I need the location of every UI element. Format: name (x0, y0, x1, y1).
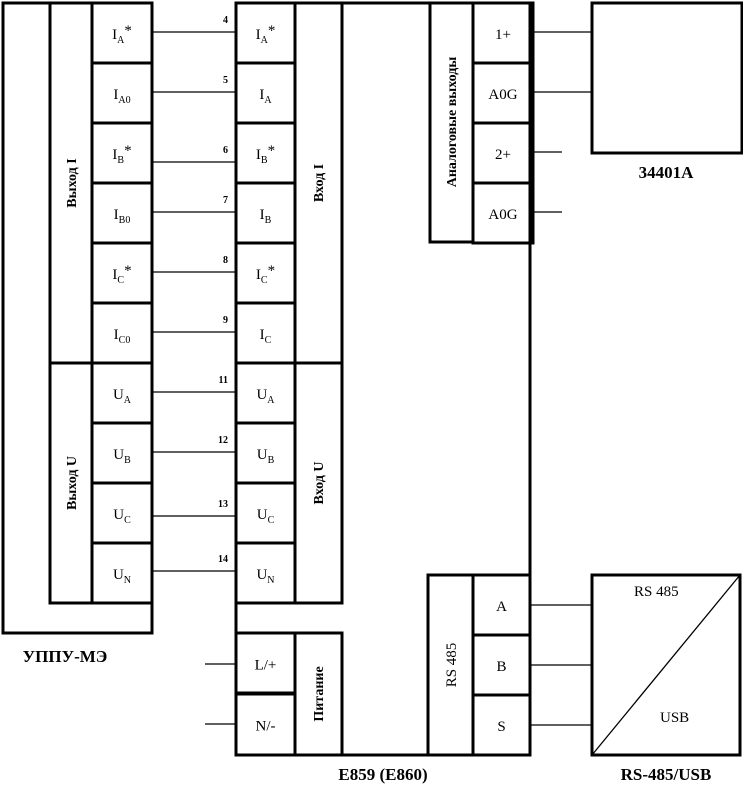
e859-terminal-i-label: IB (260, 207, 272, 226)
e859-terminal-u-label: UC (257, 507, 275, 526)
e859-terminal-analog-label: A0G (488, 87, 517, 103)
uppu-terminal-i (90, 121, 154, 185)
e859-terminal-i-label: IA* (256, 23, 276, 46)
uppu-terminal-i-label: IC* (112, 263, 131, 286)
meter-name-label: 34401A (639, 163, 695, 182)
uppu-output-u-label: Выход U (65, 456, 80, 510)
e859-power-label: Питание (312, 666, 327, 721)
e859-analog-label: Аналоговые выходы (445, 57, 460, 188)
e859-terminal-power (234, 692, 297, 757)
uppu-terminal-u-label: UA (113, 387, 132, 406)
e859-terminal-u (234, 541, 297, 605)
converter-name-label: RS-485/USB (621, 765, 712, 784)
e859-terminal-i-label: IA (259, 87, 272, 106)
e859-input-u-label: Вход U (312, 462, 327, 505)
wire-number-label: 7 (223, 195, 228, 206)
uppu-terminal-i (90, 61, 154, 125)
uppu-terminal-i (90, 181, 154, 245)
wire-number-label: 9 (223, 315, 228, 326)
wire-number-label: 14 (218, 554, 228, 565)
uppu-terminal-u-label: UB (113, 447, 131, 466)
e859-terminal-i (234, 61, 297, 125)
uppu-terminal-u (90, 541, 154, 605)
wire-number-label: 12 (218, 435, 228, 446)
uppu-terminal-i-label: IC0 (114, 327, 131, 346)
e859-terminal-analog (471, 181, 535, 245)
e859-terminal-i-label: IB* (256, 143, 275, 166)
meter-34401a-box (590, 1, 743, 155)
e859-rs485-label: RS 485 (444, 643, 460, 688)
e859-terminal-i (234, 241, 297, 305)
e859-terminal-power-label: L/+ (255, 658, 277, 674)
e859-terminal-i (234, 1, 297, 65)
uppu-terminal-i-label: IB0 (114, 207, 131, 226)
converter-rs485-label: RS 485 (634, 584, 679, 600)
e859-terminal-i (234, 121, 297, 185)
e859-terminal-analog-label: A0G (488, 207, 517, 223)
wire-number-label: 13 (218, 499, 228, 510)
e859-terminal-u-label: UB (257, 447, 275, 466)
e859-name-label: E859 (E860) (338, 765, 427, 784)
e859-terminal-rs485-label: A (496, 599, 507, 615)
uppu-output-i-label: Выход I (65, 158, 80, 207)
e859-terminal-analog-label: 2+ (495, 147, 511, 163)
uppu-terminal-i (90, 1, 154, 65)
uppu-terminal-i-label: IB* (112, 143, 131, 166)
e859-terminal-i (234, 301, 297, 365)
e859-terminal-u-label: UN (256, 567, 274, 586)
uppu-terminal-i (90, 241, 154, 305)
wire-number-label: 4 (223, 15, 228, 26)
e859-terminal-u-label: UA (256, 387, 275, 406)
uppu-terminal-i-label: IA0 (113, 87, 130, 106)
wire-number-label: 6 (223, 145, 228, 156)
e859-terminal-analog-label: 1+ (495, 27, 511, 43)
uppu-terminal-i-label: IA* (112, 23, 132, 46)
uppu-name-label: УППУ-МЭ (23, 647, 108, 666)
e859-terminal-i-label: IC (260, 327, 272, 346)
e859-terminal-rs485-label: S (497, 719, 505, 735)
e859-terminal-i (234, 181, 297, 245)
converter-usb-label: USB (660, 710, 689, 726)
wire-number-label: 11 (219, 375, 228, 386)
wire-number-label: 8 (223, 255, 228, 266)
uppu-terminal-u-label: UN (113, 567, 131, 586)
e859-terminal-i-label: IC* (256, 263, 275, 286)
e859-box (234, 1, 532, 757)
uppu-terminal-i (90, 301, 154, 365)
e859-input-i-label: Вход I (312, 164, 327, 202)
wire-number-label: 5 (223, 75, 228, 86)
e859-terminal-power-label: N/- (256, 719, 276, 735)
uppu-terminal-u-label: UC (113, 507, 131, 526)
e859-terminal-rs485-label: B (496, 659, 506, 675)
